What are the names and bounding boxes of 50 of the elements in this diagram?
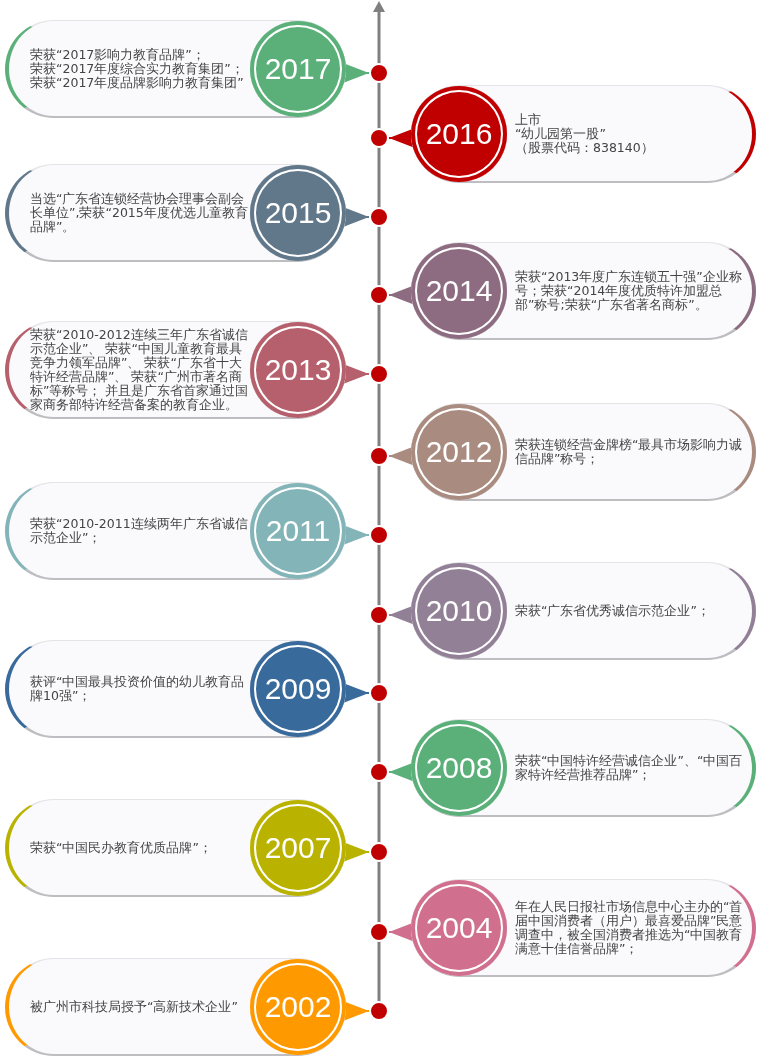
event-text: 获评“中国最具投资价值的幼儿教育品牌10强”； bbox=[30, 674, 246, 703]
pointer-arrow bbox=[343, 1001, 370, 1021]
year-label: 2015 bbox=[264, 198, 332, 228]
pointer-arrow bbox=[343, 63, 370, 83]
timeline-dot bbox=[369, 1001, 389, 1021]
year-label: 2009 bbox=[264, 674, 332, 704]
timeline-dot bbox=[369, 605, 389, 625]
year-label: 2014 bbox=[425, 276, 493, 306]
timeline-dot bbox=[369, 128, 389, 148]
event-text: 荣获连锁经营金牌榜“最具市场影响力诚信品牌”称号； bbox=[515, 437, 743, 466]
timeline-dot bbox=[369, 683, 389, 703]
event-text: 荣获“2017年度综合实力教育集团”； bbox=[30, 61, 244, 76]
timeline-dot bbox=[369, 525, 389, 545]
timeline-dot bbox=[369, 762, 389, 782]
event-text: 上市 bbox=[515, 112, 541, 127]
pointer-arrow bbox=[343, 364, 370, 384]
event-text: 年在人民日报社市场信息中心主办的“首届中国消费者（用户）最喜爱品牌”民意调查中，被全国消费者推选为“中国教育满意十佳信誉品牌”； bbox=[515, 899, 743, 956]
year-label: 2002 bbox=[264, 992, 332, 1022]
timeline-dot bbox=[369, 364, 389, 384]
event-text: 荣获“广东省优秀诚信示范企业”； bbox=[515, 603, 710, 618]
pointer-arrow bbox=[343, 207, 370, 227]
timeline-dot bbox=[369, 922, 389, 942]
year-label: 2012 bbox=[425, 437, 493, 467]
event-text: （股票代码：838140） bbox=[515, 140, 654, 155]
year-label: 2004 bbox=[425, 913, 493, 943]
event-text: 荣获“2017影响力教育品牌”； bbox=[30, 47, 205, 62]
event-text: 被广州市科技局授予“高新技术企业” bbox=[30, 999, 238, 1014]
year-label: 2017 bbox=[264, 54, 332, 84]
pointer-arrow bbox=[343, 842, 370, 862]
event-text: 荣获“中国特许经营诚信企业”、“中国百家特许经营推荐品牌”； bbox=[515, 753, 743, 782]
year-label: 2016 bbox=[425, 119, 493, 149]
event-text: “幼儿园第一股” bbox=[515, 126, 606, 141]
timeline-dot bbox=[369, 63, 389, 83]
year-label: 2011 bbox=[265, 516, 331, 546]
event-text: 荣获“2017年度品牌影响力教育集团” bbox=[30, 75, 244, 90]
event-text: 荣获“中国民办教育优质品牌”； bbox=[30, 840, 212, 855]
event-text: 荣获“2013年度广东连锁五十强”企业称号；荣获“2014年度优质特许加盟总部”称号;荣获“广东省著名商标”。 bbox=[515, 269, 743, 312]
event-text: 荣获“2010-2012连续三年广东省诚信示范企业”、 荣获“中国儿童教育最具竞争力领军品牌”、 荣获“广东省十大特许经营品牌”、 荣获“广州市著名商标”等称号； 并且是广东省首家通过国家商务部特许经营备案的教育企业。 bbox=[30, 327, 250, 412]
timeline-dot bbox=[369, 446, 389, 466]
event-text: 荣获“2010-2011连续两年广东省诚信示范企业”； bbox=[30, 516, 249, 545]
year-label: 2008 bbox=[425, 753, 493, 783]
year-label: 2007 bbox=[264, 833, 332, 863]
timeline-dot bbox=[369, 285, 389, 305]
pointer-arrow bbox=[343, 525, 370, 545]
timeline-dot bbox=[369, 842, 389, 862]
event-text: 当选“广东省连锁经营协会理事会副会长单位”,荣获“2015年度优选儿童教育品牌”。 bbox=[30, 191, 249, 234]
pointer-arrow bbox=[343, 683, 370, 703]
timeline-dot bbox=[369, 207, 389, 227]
year-label: 2013 bbox=[264, 355, 332, 385]
year-label: 2010 bbox=[425, 596, 493, 626]
